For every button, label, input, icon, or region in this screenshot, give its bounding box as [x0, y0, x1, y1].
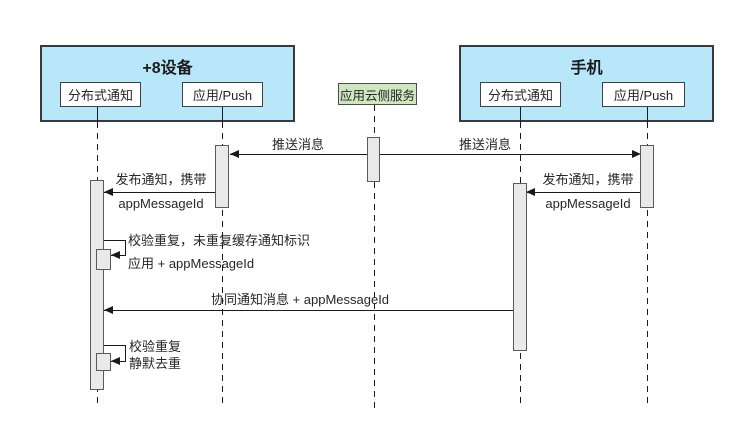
participant-phone-distributed: 分布式通知: [480, 82, 561, 107]
self-verify-cache-arrowhead-icon: [111, 251, 120, 259]
message-publish-device-label-1: 发布通知，携带: [115, 172, 207, 187]
sync-notification-arrowhead-icon: [104, 306, 113, 314]
activation-device-distributed: [90, 180, 104, 390]
message-push-to-device-line: [230, 154, 367, 155]
phone-group-title: 手机: [570, 60, 603, 77]
activation-nested-dedupe: [96, 353, 111, 371]
self-dedupe-side-line: [125, 345, 126, 362]
participant-device-distributed: 分布式通知: [60, 82, 141, 107]
lifeline-cloud-service: [374, 105, 375, 408]
message-push-to-phone-line: [380, 154, 632, 155]
stub-phone-app: [647, 107, 648, 122]
message-dedupe-label-2: 静默去重: [129, 356, 182, 371]
self-dedupe-arrowhead-icon: [111, 357, 120, 365]
device-group-title: +8设备: [142, 60, 193, 77]
stub-phone-distributed: [520, 107, 521, 122]
self-verify-cache-top-line: [104, 240, 125, 241]
self-verify-cache-side-line: [125, 240, 126, 256]
activation-device-app: [215, 145, 229, 208]
message-push-to-phone-label: 推送消息: [458, 137, 512, 152]
publish-phone-arrowhead-icon: [526, 188, 535, 196]
message-verify-cache-label-1: 校验重复，未重复缓存通知标识: [128, 233, 311, 248]
activation-cloud: [367, 137, 380, 182]
participant-cloud-service: 应用云侧服务: [338, 83, 417, 105]
activation-phone-distributed: [513, 183, 527, 351]
message-publish-phone-label-1: 发布通知，携带: [542, 172, 634, 187]
stub-device-app: [222, 107, 223, 122]
message-publish-phone-label-2: appMessageId: [545, 196, 631, 211]
push-to-phone-arrowhead-icon: [632, 150, 641, 158]
message-publish-device-line: [104, 192, 215, 193]
message-publish-phone-line: [526, 192, 641, 193]
activation-phone-app: [640, 145, 654, 208]
message-verify-cache-label-2: 应用 + appMessageId: [128, 256, 255, 271]
push-to-device-arrowhead-icon: [230, 150, 239, 158]
lifeline-device-app: [222, 122, 223, 408]
message-dedupe-label-1: 校验重复: [129, 339, 182, 354]
lifeline-phone-app: [647, 122, 648, 408]
participant-device-app: 应用/Push: [182, 82, 263, 107]
self-dedupe-top-line: [104, 345, 125, 346]
activation-nested-verify-cache: [96, 249, 111, 270]
message-push-to-device-label: 推送消息: [271, 137, 325, 152]
participant-phone-app: 应用/Push: [602, 82, 685, 107]
message-publish-device-label-2: appMessageId: [118, 196, 204, 211]
message-sync-notification-label: 协同通知消息 + appMessageId: [210, 292, 390, 307]
message-sync-notification-line: [104, 310, 513, 311]
publish-device-arrowhead-icon: [104, 188, 113, 196]
stub-device-distributed: [97, 107, 98, 122]
